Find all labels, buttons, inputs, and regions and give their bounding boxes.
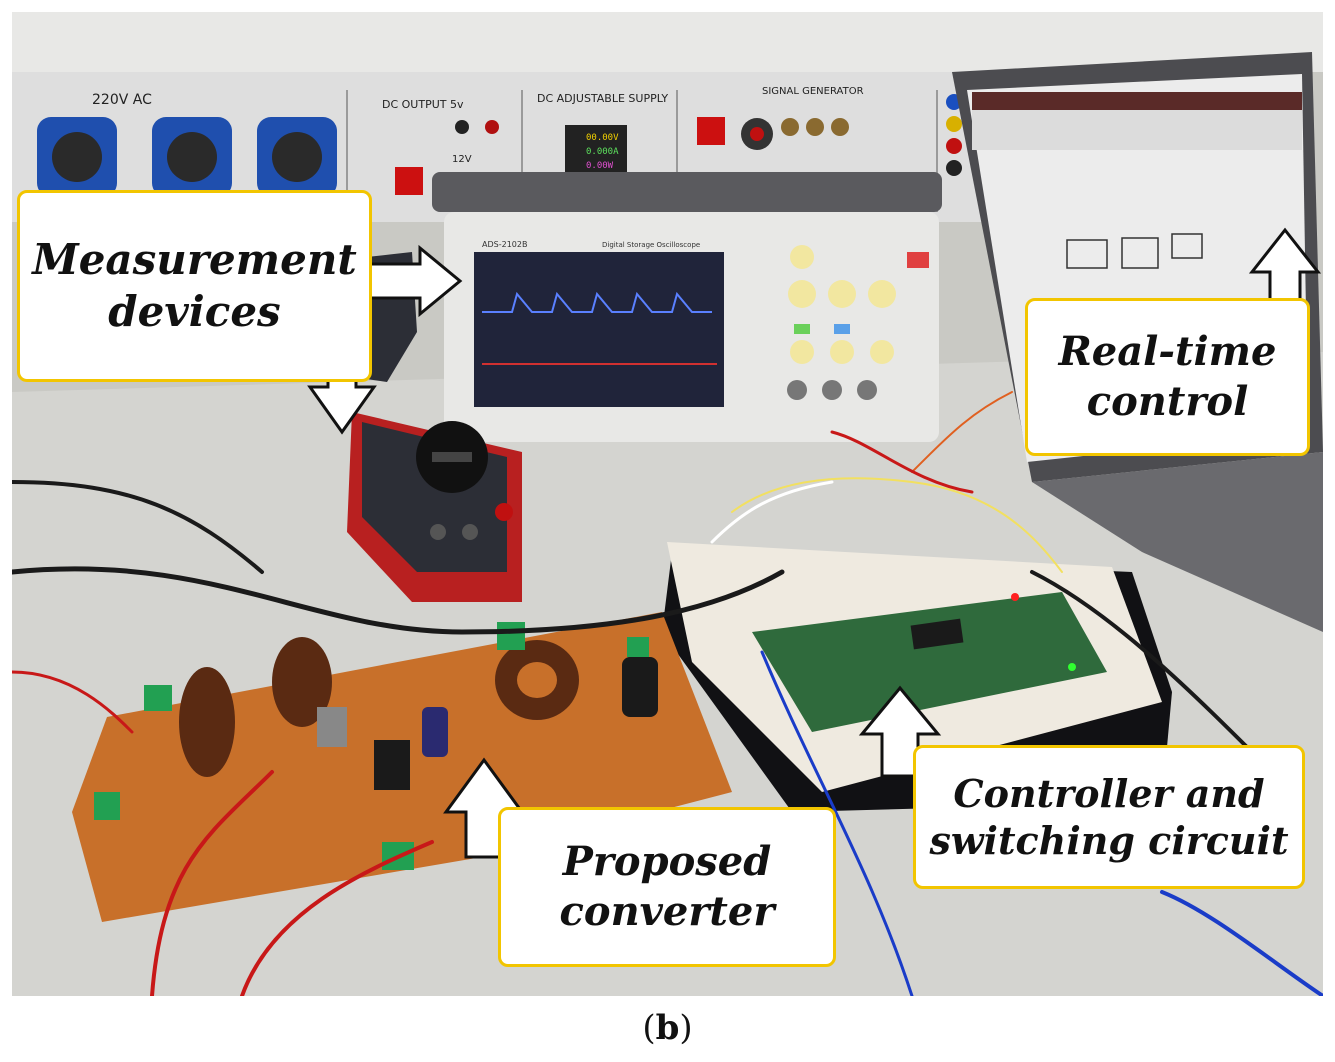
callout-measurement-line2: devices <box>108 287 281 336</box>
caption-letter: b <box>655 1008 680 1048</box>
psu-volt-readout: 00.00V <box>586 133 619 143</box>
power-switch <box>395 167 423 195</box>
callout-measurement-devices: Measurement devices <box>17 190 372 382</box>
callout-real-time-control: Real-time control <box>1025 298 1310 456</box>
oscilloscope: ADS-2102B Digital Storage Oscilloscope <box>432 172 942 442</box>
arrow-right-to-scope <box>368 244 463 318</box>
psu-watt-readout: 0.00W <box>586 161 614 171</box>
scope-title: Digital Storage Oscilloscope <box>602 241 700 249</box>
lab-scene: 220V AC DC OUTPUT 5v 12V DC ADJUSTABLE S… <box>12 12 1323 996</box>
callout-controller-line2: switching circuit <box>929 818 1289 863</box>
ac-label: 220V AC <box>92 92 152 108</box>
dc-adjustable-label: DC ADJUSTABLE SUPPLY <box>537 92 668 105</box>
dc-output-label: DC OUTPUT 5v <box>382 98 464 111</box>
callout-proposed-converter: Proposed converter <box>498 807 836 967</box>
callout-converter-line1: Proposed <box>562 838 772 885</box>
multimeter <box>347 252 522 602</box>
callout-realtime-line2: control <box>1086 378 1249 425</box>
psu-amp-readout: 0.000A <box>586 147 619 157</box>
lab-setup-photo: 220V AC DC OUTPUT 5v 12V DC ADJUSTABLE S… <box>12 12 1323 996</box>
ac-sockets <box>37 117 337 197</box>
caption-open: ( <box>642 1008 656 1048</box>
callout-realtime-line1: Real-time <box>1058 328 1277 375</box>
figure-caption: (b) <box>0 1008 1335 1048</box>
dc-12v-label: 12V <box>452 154 472 165</box>
cables <box>12 391 1323 996</box>
callout-controller-line1: Controller and <box>953 770 1265 816</box>
signal-generator-label: SIGNAL GENERATOR <box>762 86 864 97</box>
converter-pcb <box>72 612 732 922</box>
callout-converter-line2: converter <box>559 888 775 935</box>
callout-controller-switching: Controller and switching circuit <box>913 745 1305 889</box>
callout-measurement-line1: Measurement <box>32 234 357 284</box>
scope-model: ADS-2102B <box>482 240 527 249</box>
caption-close: ) <box>679 1008 693 1048</box>
